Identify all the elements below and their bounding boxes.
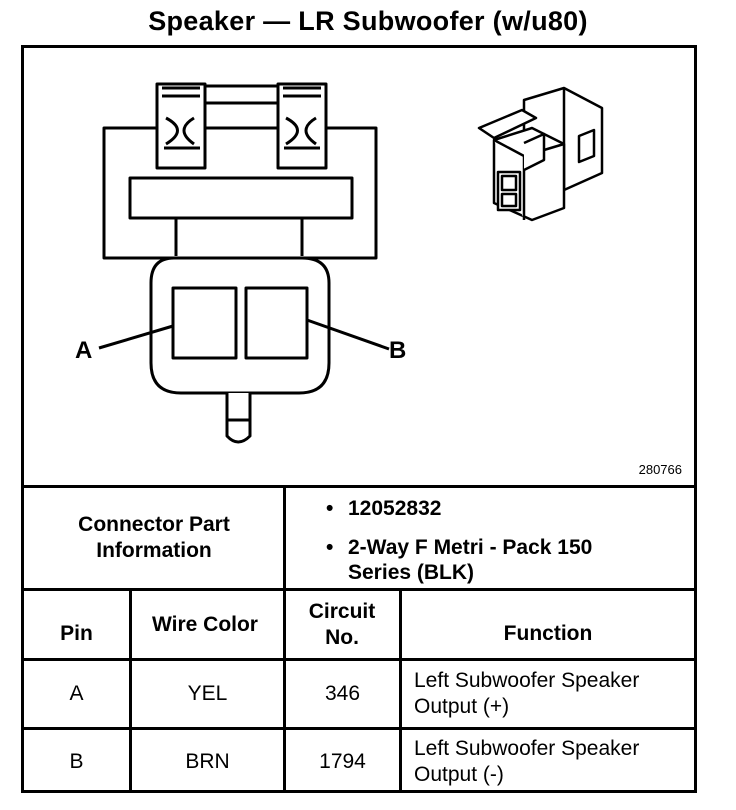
divider <box>24 727 694 730</box>
connector-type: 2-Way F Metri - Pack 150 Series (BLK) <box>348 536 593 584</box>
divider <box>399 588 402 793</box>
header-circuit: Circuit No. <box>308 599 376 649</box>
table-row-circuit: 1794 <box>319 749 366 773</box>
connector-sheet: A B 280766 Connector Part Information •1… <box>21 45 697 793</box>
divider <box>129 588 132 793</box>
list-item: •12052832 <box>326 497 442 520</box>
connector-face-drawing <box>98 82 604 444</box>
table-row-circuit: 346 <box>324 682 361 705</box>
table-row-function: Left Subwoofer Speaker Output (+) <box>414 669 640 718</box>
divider <box>24 485 694 488</box>
header-pin: Pin <box>60 622 93 645</box>
pin-a-label: A <box>75 337 93 364</box>
divider <box>283 588 286 793</box>
divider <box>24 658 694 661</box>
part-number: 12052832 <box>348 497 442 520</box>
table-row-wire-color: BRN <box>185 749 230 773</box>
connector-info-list: •12052832 •2-Way F Metri - Pack 150 Seri… <box>326 496 666 585</box>
header-function: Function <box>503 622 593 645</box>
figure-number: 280766 <box>638 462 682 477</box>
page-title: Speaker — LR Subwoofer (w/u80) <box>148 6 588 36</box>
header-wire-color: Wire Color <box>152 612 258 636</box>
table-row-pin: B <box>69 749 84 773</box>
connector-info-label: Connector Part Information <box>78 513 230 562</box>
list-item: •2-Way F Metri - Pack 150 Series (BLK) <box>326 535 666 585</box>
pin-b-label: B <box>389 337 407 364</box>
divider <box>283 485 286 588</box>
connector-diagram: A B 280766 <box>24 48 694 485</box>
table-row-pin: A <box>69 682 84 705</box>
divider <box>24 588 694 591</box>
connector-iso-drawing <box>477 86 604 222</box>
table-row-wire-color: YEL <box>187 682 228 705</box>
table-row-function: Left Subwoofer Speaker Output (-) <box>414 736 640 786</box>
